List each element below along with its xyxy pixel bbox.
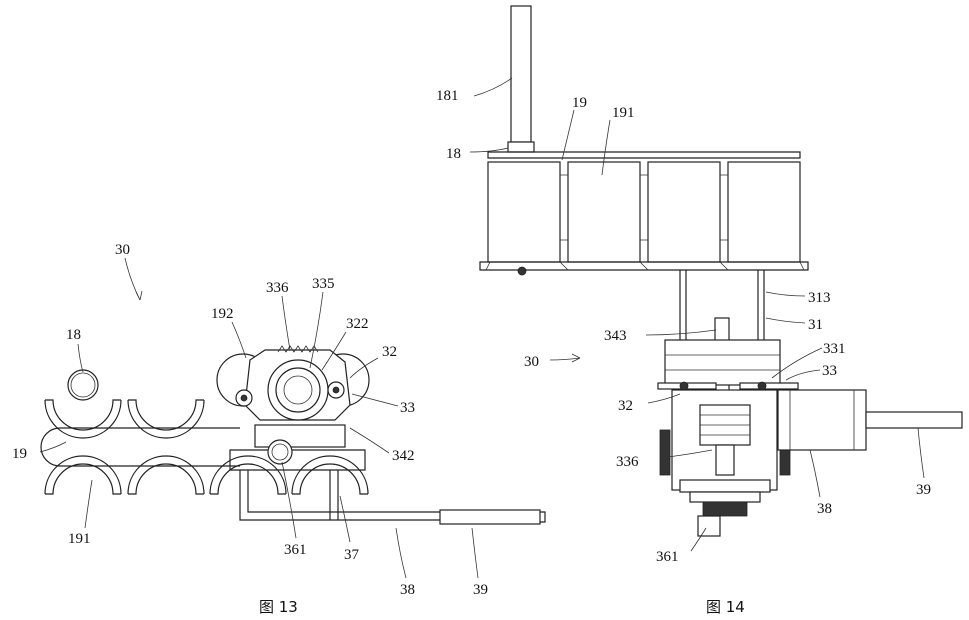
fig14-label-18: 18 xyxy=(446,146,461,162)
fig13-label-336: 336 xyxy=(266,280,289,296)
fig14-label-19: 19 xyxy=(572,95,587,111)
fig14-label-191: 191 xyxy=(612,105,635,121)
fig13-label-30: 30 xyxy=(115,242,130,258)
fig14-label-38: 38 xyxy=(817,501,832,517)
fig14-label-30: 30 xyxy=(524,354,539,370)
fig14-label-32: 32 xyxy=(618,398,633,414)
figure-13-caption: 图 13 xyxy=(259,598,298,616)
fig14-label-39: 39 xyxy=(916,482,931,498)
figure-13-drawing xyxy=(41,346,545,524)
figure-14-caption: 图 14 xyxy=(706,598,745,616)
fig13-label-39: 39 xyxy=(473,582,488,598)
fig13-label-33: 33 xyxy=(400,400,415,416)
fig14-label-313: 313 xyxy=(808,290,831,306)
fig13-label-322: 322 xyxy=(346,316,369,332)
fig14-label-33: 33 xyxy=(822,363,837,379)
figure-14-drawing xyxy=(480,6,962,536)
figure-13-labels: 30 18 19 191 192 336 335 322 32 33 342 3… xyxy=(12,242,488,598)
fig13-label-37: 37 xyxy=(344,547,360,563)
fig14-label-343: 343 xyxy=(604,328,627,344)
fig14-label-336: 336 xyxy=(616,454,639,470)
fig13-label-361: 361 xyxy=(284,542,307,558)
fig14-label-361: 361 xyxy=(656,549,679,565)
fig13-label-342: 342 xyxy=(392,448,415,464)
fig14-label-181: 181 xyxy=(436,88,459,104)
figure-14-labels: 181 18 19 191 313 31 343 331 33 30 32 33… xyxy=(436,88,931,565)
fig13-label-38: 38 xyxy=(400,582,415,598)
fig14-label-331: 331 xyxy=(823,341,846,357)
fig13-label-335: 335 xyxy=(312,276,335,292)
fig13-label-19: 19 xyxy=(12,446,27,462)
fig13-label-32: 32 xyxy=(382,344,397,360)
fig13-label-191: 191 xyxy=(68,531,91,547)
fig13-label-192: 192 xyxy=(211,306,234,322)
fig14-label-31: 31 xyxy=(808,317,823,333)
fig13-label-18: 18 xyxy=(66,327,81,343)
